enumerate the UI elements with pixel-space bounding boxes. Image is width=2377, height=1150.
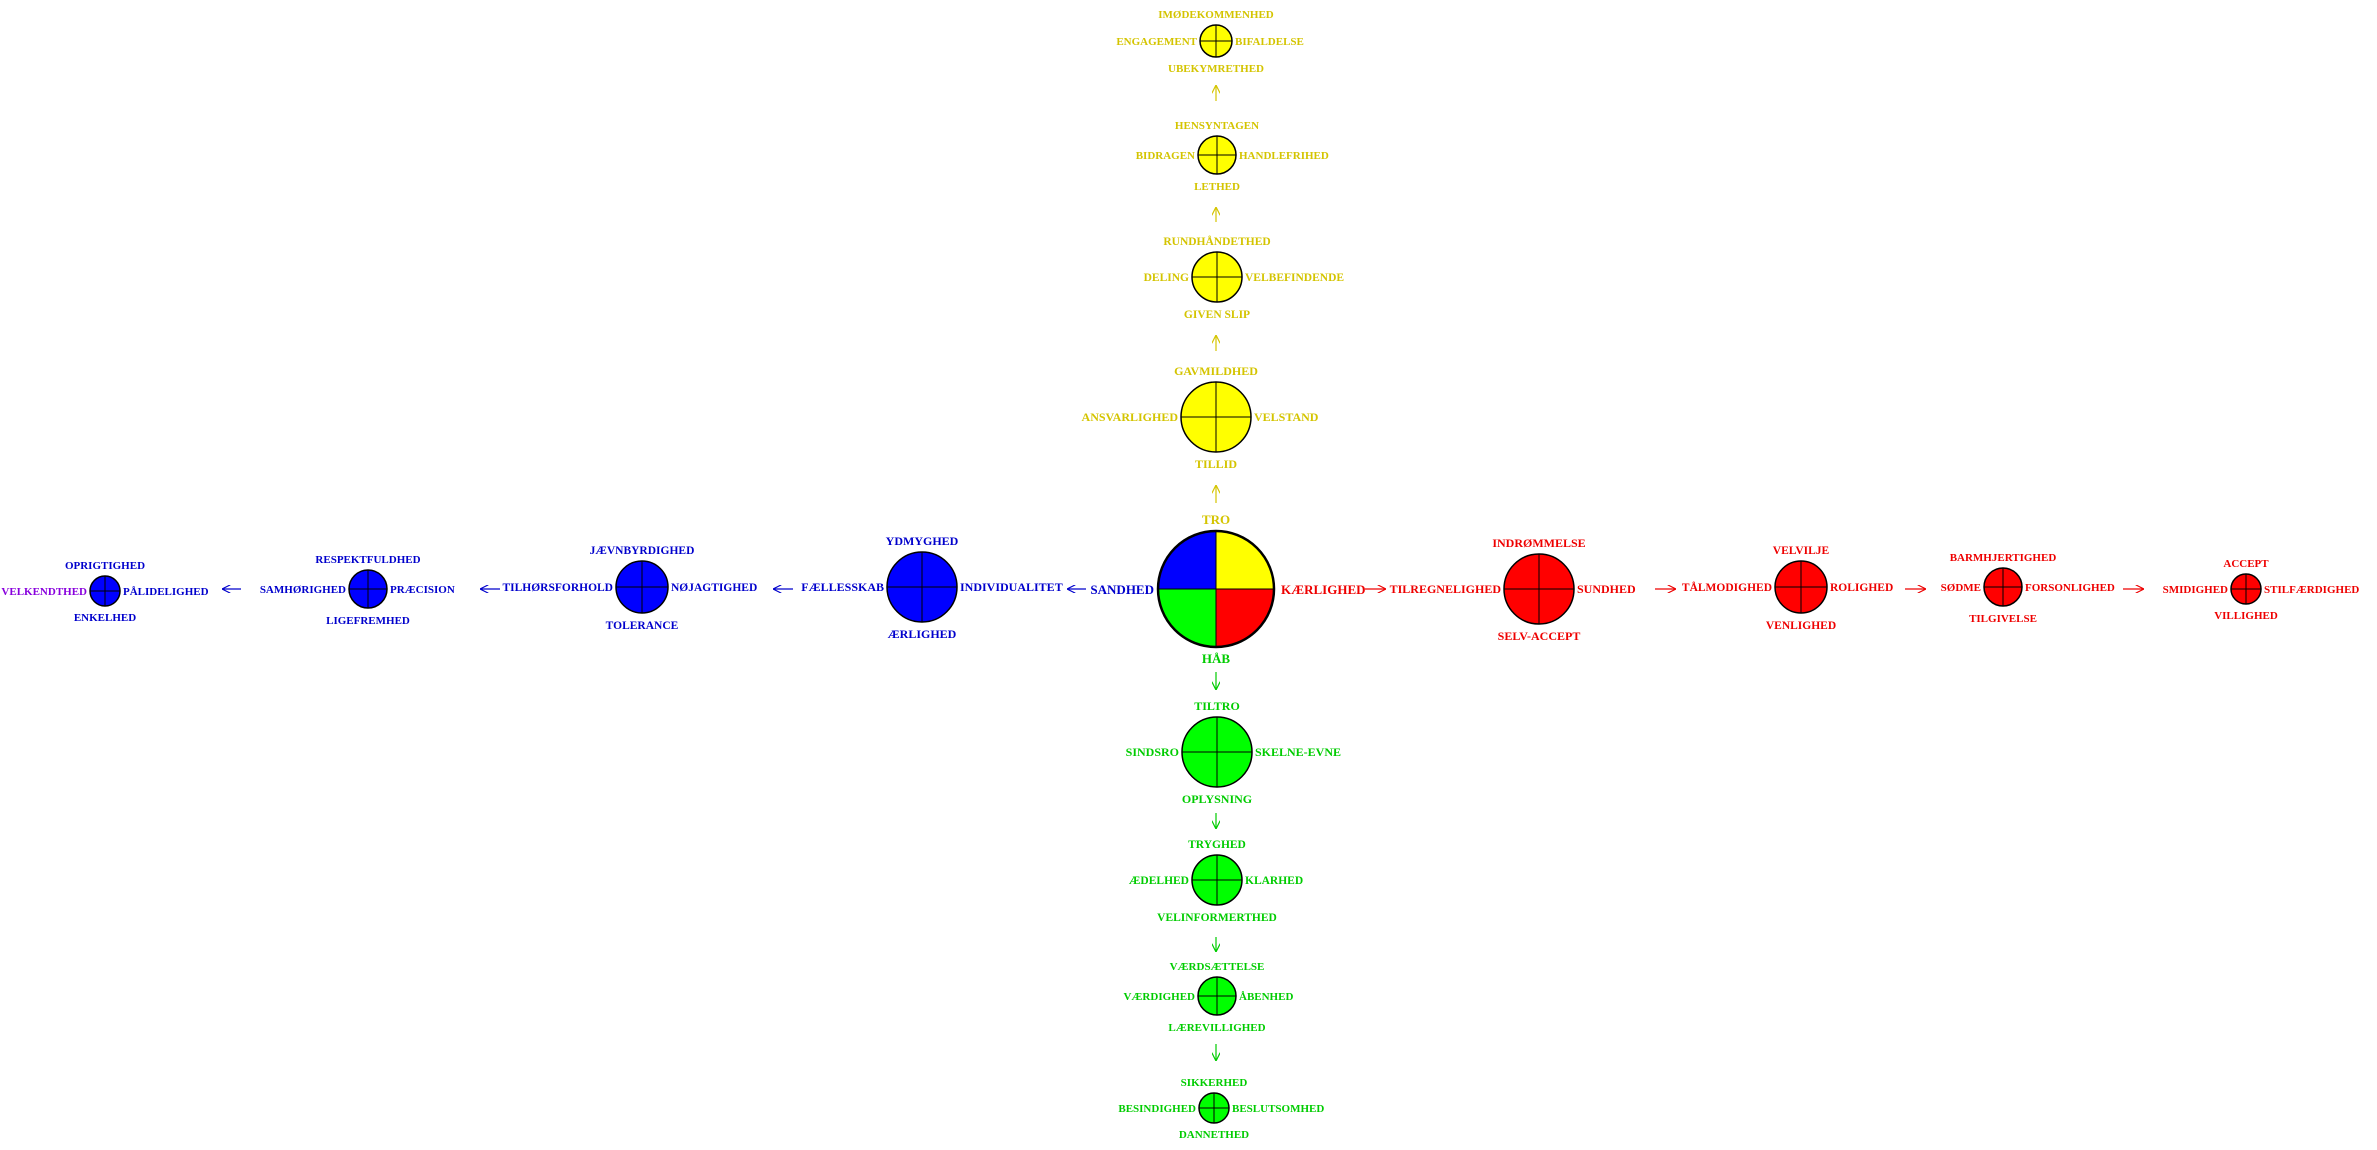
node-label-bottom: TOLERANCE <box>606 620 679 632</box>
node-label-bottom: TILGIVELSE <box>1969 613 2037 625</box>
node-label-bottom: SELV-ACCEPT <box>1498 629 1581 643</box>
node-label-top: VÆRDSÆTTELSE <box>1170 961 1265 973</box>
node-label-left: VÆRDIGHED <box>1123 991 1195 1003</box>
node-label-top: JÆVNBYRDIGHED <box>590 545 695 557</box>
node-label-left: SØDME <box>1941 582 1981 594</box>
center-label-left: SANDHED <box>1090 582 1154 597</box>
node-label-left: DELING <box>1144 272 1189 284</box>
node-label-top: HENSYNTAGEN <box>1175 120 1259 132</box>
left-branch-node-4 <box>89 575 121 607</box>
center-label-top: TRO <box>1202 512 1230 527</box>
right-branch-node-1 <box>1503 553 1575 625</box>
up-branch-node-3 <box>1197 135 1237 175</box>
node-label-right: HANDLEFRIHED <box>1239 150 1329 162</box>
node-label-top: INDRØMMELSE <box>1492 536 1585 550</box>
node-label-right: BIFALDELSE <box>1235 36 1304 48</box>
node-label-left: ENGAGEMENT <box>1116 36 1197 48</box>
down-branch-node-2 <box>1191 854 1243 906</box>
node-label-bottom: OPLYSNING <box>1182 792 1252 806</box>
node-label-left: SAMHØRIGHED <box>260 584 346 596</box>
left-branch-node-1 <box>886 551 958 623</box>
node-label-bottom: DANNETHED <box>1179 1129 1249 1141</box>
node-label-right: STILFÆRDIGHED <box>2264 584 2359 596</box>
node-label-left: BESINDIGHED <box>1118 1103 1196 1115</box>
node-label-right: KLARHED <box>1245 875 1303 887</box>
node-label-top: OPRIGTIGHED <box>65 560 145 572</box>
node-label-left: SINDSRO <box>1126 745 1179 759</box>
node-label-right: SKELNE-EVNE <box>1255 745 1341 759</box>
node-label-left: TÅLMODIGHED <box>1682 580 1772 594</box>
up-branch-node-2 <box>1191 251 1243 303</box>
node-label-top: SIKKERHED <box>1181 1077 1248 1089</box>
node-label-right: FORSONLIGHED <box>2025 582 2115 594</box>
node-label-bottom: VENLIGHED <box>1766 620 1836 632</box>
node-label-right: ROLIGHED <box>1830 582 1893 594</box>
node-label-left: ÆDELHED <box>1129 875 1189 887</box>
node-labels: GAVMILDHED TILLID ANSVARLIGHED VELSTAND RUND… <box>1 9 2359 1141</box>
node-label-bottom: LETHED <box>1194 181 1240 193</box>
node-label-right: SUNDHED <box>1577 582 1636 596</box>
node-label-bottom: LIGEFREMHED <box>326 615 410 627</box>
node-label-right: INDIVIDUALITET <box>960 580 1063 594</box>
node-label-top: RESPEKTFULDHED <box>315 554 420 566</box>
node-label-top: RUNDHÅNDETHED <box>1163 234 1270 248</box>
node-label-left: TILREGNELIGHED <box>1390 582 1502 596</box>
node-label-left: ANSVARLIGHED <box>1082 410 1179 424</box>
left-branch-node-2 <box>615 560 669 614</box>
node-label-bottom: LÆREVILLIGHED <box>1168 1022 1265 1034</box>
node-circles <box>89 24 2262 1124</box>
center-label-bottom: HÅB <box>1202 651 1231 666</box>
node-label-top: VELVILJE <box>1773 545 1830 557</box>
node-label-top: TRYGHED <box>1188 839 1246 851</box>
down-branch-node-4 <box>1198 1092 1230 1124</box>
node-label-bottom: TILLID <box>1195 457 1237 471</box>
left-branch-node-3 <box>348 569 388 609</box>
node-label-left: TILHØRSFORHOLD <box>502 582 613 594</box>
node-label-top: IMØDEKOMMENHED <box>1158 9 1274 21</box>
node-label-left: SMIDIGHED <box>2163 584 2228 596</box>
node-label-bottom: ÆRLIGHED <box>888 627 957 641</box>
node-label-top: ACCEPT <box>2223 558 2269 570</box>
right-branch-node-3 <box>1983 567 2023 607</box>
node-label-bottom: GIVEN SLIP <box>1184 309 1250 321</box>
node-label-left: BIDRAGEN <box>1136 150 1195 162</box>
node-label-left: FÆLLESSKAB <box>801 580 884 594</box>
node-label-left: VELKENDTHED <box>1 586 87 598</box>
up-branch-node-4 <box>1199 24 1233 58</box>
node-label-right: ÅBENHED <box>1239 991 1293 1003</box>
right-branch-node-2 <box>1774 560 1828 614</box>
center-circle-outline <box>1156 529 1276 649</box>
node-label-bottom: ENKELHED <box>74 612 136 624</box>
node-label-right: PÅLIDELIGHED <box>123 586 209 598</box>
node-label-right: VELSTAND <box>1254 410 1319 424</box>
node-label-top: BARMHJERTIGHED <box>1950 552 2057 564</box>
node-label-top: TILTRO <box>1194 699 1240 713</box>
connector-arrows <box>222 85 2144 1061</box>
node-label-bottom: VELINFORMERTHED <box>1157 912 1277 924</box>
node-label-right: VELBEFINDENDE <box>1245 272 1344 284</box>
node-label-top: YDMYGHED <box>886 534 959 548</box>
node-label-right: PRÆCISION <box>390 584 455 596</box>
down-branch-node-1 <box>1181 716 1253 788</box>
right-branch-node-4 <box>2230 573 2262 605</box>
node-label-right: NØJAGTIGHED <box>671 582 757 594</box>
center-label-right: KÆRLIGHED <box>1281 582 1366 597</box>
down-branch-node-3 <box>1197 976 1237 1016</box>
node-label-bottom: VILLIGHED <box>2214 610 2278 622</box>
center-node: TRO HÅB SANDHED KÆRLIGHED <box>1090 512 1365 666</box>
node-label-bottom: UBEKYMRETHED <box>1168 63 1264 75</box>
node-label-top: GAVMILDHED <box>1174 364 1258 378</box>
node-label-right: BESLUTSOMHED <box>1232 1103 1324 1115</box>
up-branch-node-1 <box>1180 381 1252 453</box>
